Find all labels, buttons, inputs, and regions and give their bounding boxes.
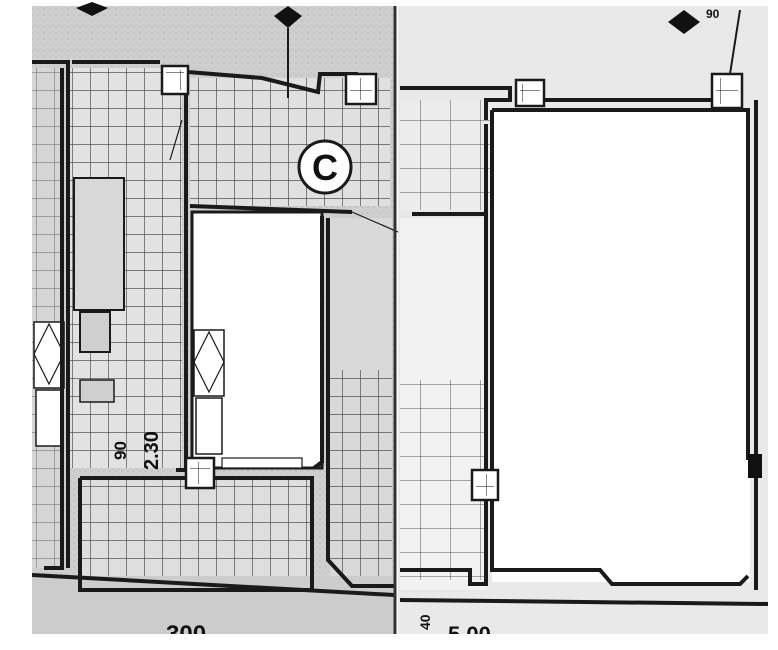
pillar-top-right-hatch <box>350 78 372 100</box>
room-marker-letter: C <box>312 147 338 188</box>
top-marker-right <box>668 10 700 34</box>
terrace-tiles <box>80 478 312 590</box>
top-right-tag: 90 <box>706 7 720 21</box>
bathtub-diamond <box>193 330 225 394</box>
right-margin <box>768 0 778 650</box>
right-corridor-tiles <box>330 370 392 585</box>
top-marker-left <box>76 2 108 16</box>
pillar-bottom-hatch <box>190 462 210 484</box>
left-fixture-basin <box>35 389 63 447</box>
pillar-right-top-1-hatch <box>520 84 540 102</box>
kitchen-sink <box>79 311 111 353</box>
pillar-right-top-2-hatch <box>716 78 738 104</box>
pillar-right-edge <box>748 454 762 478</box>
kitchen-cabinet <box>79 379 115 403</box>
kitchen-counter <box>73 177 125 311</box>
right-scan-panel: 90 40 5.00 <box>398 6 769 647</box>
top-marker-center <box>274 6 302 28</box>
pillar-top-left-hatch <box>166 70 184 90</box>
bathroom-fixture <box>195 397 223 455</box>
right-walls <box>399 86 769 606</box>
room-marker-circle <box>297 139 353 195</box>
dim-vertical-1: 90 <box>111 441 130 460</box>
pillar-right-mid-hatch <box>476 474 494 496</box>
bathroom-shelf <box>221 457 303 469</box>
left-edge-tiles <box>32 68 62 568</box>
left-scan-panel: C 90 2.30 300 <box>31 2 415 648</box>
top-right-line <box>729 9 741 75</box>
dim-bottom-small: 40 <box>417 614 433 630</box>
balcony-tiles <box>400 100 492 210</box>
left-margin <box>0 0 32 650</box>
left-fixture-tub <box>33 321 65 389</box>
dim-vertical-2: 2.30 <box>141 431 163 470</box>
bathtub <box>193 329 225 397</box>
bottom-margin <box>0 634 778 650</box>
large-room <box>492 112 750 582</box>
